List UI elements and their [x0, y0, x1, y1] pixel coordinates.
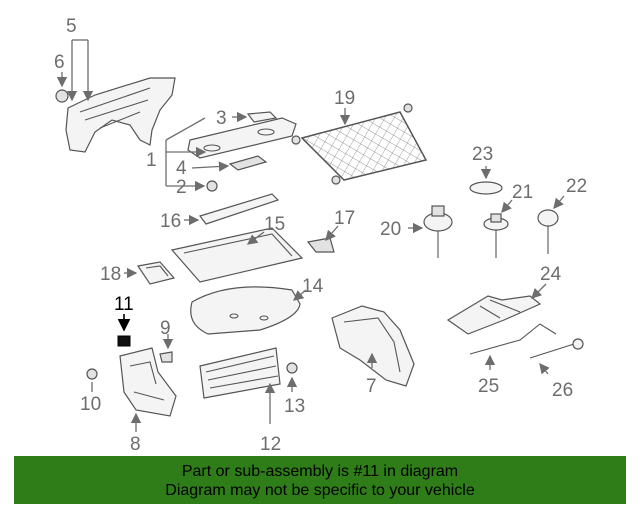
part-5-side-trim-panel: [65, 77, 176, 153]
callout-22: 22: [566, 176, 587, 197]
callout-17: 17: [334, 208, 355, 229]
callout-18: 18: [100, 264, 121, 285]
callout-1: 1: [146, 150, 157, 171]
callout-14: 14: [302, 276, 324, 297]
part-16-trim-strip: [199, 193, 280, 225]
banner-line-1: Part or sub-assembly is #11 in diagram: [181, 463, 459, 480]
part-24-jack: [446, 295, 542, 335]
part-19-cargo-net: [291, 103, 428, 185]
callout-20: 20: [380, 219, 401, 240]
part-21-jack-holder: [483, 213, 509, 258]
part-14-floor-mat: [190, 286, 301, 335]
part-25-jack-handle: [469, 323, 557, 355]
part-10-clip: [86, 368, 98, 380]
callout-21: 21: [512, 182, 533, 203]
part-2-clip: [206, 180, 218, 192]
part-22-jack-holder: [537, 209, 559, 254]
part-9-clip: [159, 351, 173, 363]
callout-7: 7: [366, 376, 377, 397]
part-7-wheelhouse-trim: [331, 305, 415, 387]
callout-23: 23: [472, 144, 493, 165]
callout-6: 6: [54, 52, 65, 73]
part-20-jack-holder: [423, 205, 453, 258]
callout-9: 9: [160, 318, 171, 339]
part-15-floor-board: [170, 227, 304, 283]
callout-4: 4: [176, 158, 187, 179]
part-23-disc: [469, 181, 503, 195]
part-4-bracket: [228, 155, 268, 171]
callout-25: 25: [478, 376, 499, 397]
info-banner: Part or sub-assembly is #11 in diagram D…: [14, 456, 626, 504]
part-17-bracket: [306, 237, 335, 253]
callout-8: 8: [130, 434, 141, 455]
part-8-side-panel: [119, 347, 177, 417]
callout-2: 2: [176, 177, 187, 198]
part-6-clip: [55, 89, 69, 103]
parts-diagram: 5 6 3 1 4 2 19 16: [54, 16, 587, 455]
banner-line-2: Diagram may not be specific to your vehi…: [165, 482, 475, 499]
part-12-sill-trim: [199, 347, 281, 399]
callout-15: 15: [264, 214, 285, 235]
callout-24: 24: [540, 264, 562, 285]
part-26-wheel-wrench: [529, 338, 584, 359]
callout-13: 13: [284, 396, 305, 417]
part-3-cover: [246, 111, 278, 123]
callout-5: 5: [66, 16, 77, 37]
part-13-clip: [286, 362, 298, 374]
callout-19: 19: [334, 88, 355, 109]
callout-16: 16: [160, 211, 181, 232]
callout-26: 26: [552, 380, 573, 401]
callout-12: 12: [260, 434, 281, 455]
callout-10: 10: [80, 394, 101, 415]
part-18-pocket: [136, 261, 176, 285]
callout-3: 3: [216, 108, 227, 129]
callout-11: 11: [114, 294, 134, 315]
part-11-fastener: [117, 335, 131, 347]
